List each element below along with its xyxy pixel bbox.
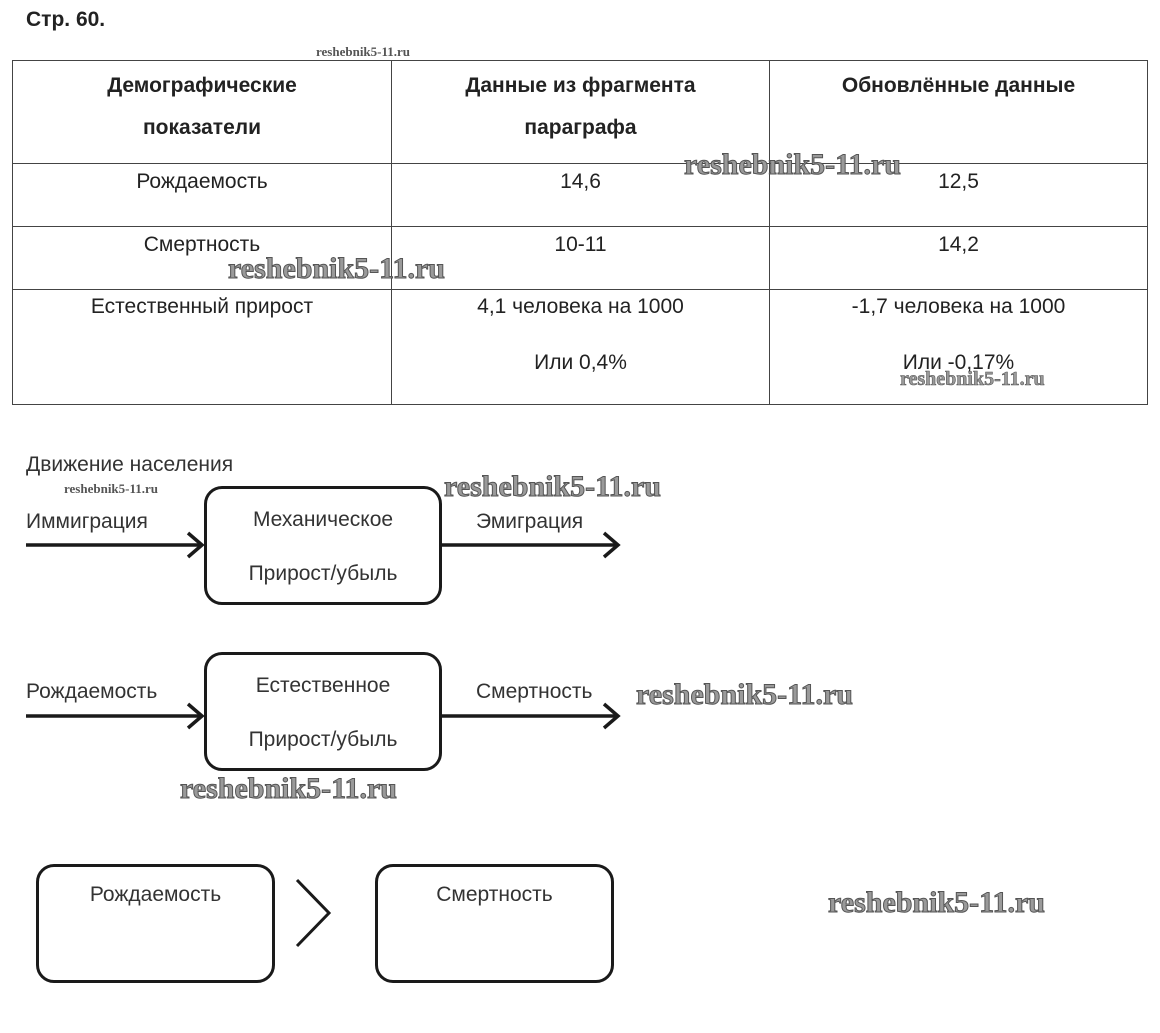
box-text: Смертность — [436, 883, 553, 906]
birth-rate-box: Рождаемость — [36, 864, 275, 983]
table-cell: Смертность — [12, 226, 392, 290]
diagram-heading: Движение населения — [26, 453, 234, 476]
box-text: Механическое — [252, 508, 394, 531]
table-row: Смертность 10-11 14,2 — [12, 226, 1148, 290]
watermark: reshebnik5-11.ru — [228, 252, 446, 285]
watermark: reshebnik5-11.ru — [828, 886, 1046, 919]
input-label: Рождаемость — [26, 680, 158, 703]
cell-text: Или -0,17% — [902, 351, 1015, 374]
watermark: reshebnik5-11.ru — [444, 470, 662, 503]
watermark: reshebnik5-11.ru — [180, 772, 398, 805]
table-cell: Естественный прирост — [12, 289, 392, 405]
death-rate-box: Смертность — [375, 864, 614, 983]
box-text: Прирост/убыль — [248, 728, 398, 751]
header-cell: Обновлённые данные — [769, 60, 1148, 164]
arrow-head — [186, 702, 205, 730]
table-cell: 10-11 — [391, 226, 770, 290]
greater-than-sign — [295, 878, 332, 948]
output-label: Смертность — [476, 680, 593, 703]
box-text: Естественное — [255, 674, 391, 697]
watermark: reshebnik5-11.ru — [636, 678, 854, 711]
natural-growth-box: Естественное Прирост/убыль — [204, 652, 442, 771]
box-text: Рождаемость — [89, 883, 222, 906]
header-cell: Демографические показатели — [12, 60, 392, 164]
watermark: reshebnik5-11.ru — [64, 481, 159, 496]
arrow-head — [186, 531, 205, 559]
watermark: reshebnik5-11.ru — [900, 368, 1045, 390]
table-cell: 12,5 — [769, 163, 1148, 227]
input-label: Иммиграция — [26, 510, 148, 533]
arrow-head — [602, 531, 621, 559]
table-header-row: Демографические показатели Данные из фра… — [12, 60, 1148, 164]
box-text: Прирост/убыль — [248, 562, 398, 585]
cell-text: -1,7 человека на 1000 — [851, 295, 1066, 318]
output-label: Эмиграция — [476, 510, 584, 533]
demographics-table: Демографические показатели Данные из фра… — [12, 60, 1148, 405]
arrow-head — [602, 702, 621, 730]
mechanical-growth-box: Механическое Прирост/убыль — [204, 486, 442, 605]
watermark: reshebnik5-11.ru — [684, 148, 902, 181]
table-row: Естественный прирост 4,1 человека на 100… — [12, 289, 1148, 405]
watermark: reshebnik5-11.ru — [316, 44, 411, 59]
page-title: Стр. 60. — [26, 8, 106, 31]
cell-text: Или 0,4% — [534, 351, 627, 374]
cell-text: 4,1 человека на 1000 — [477, 295, 684, 318]
table-cell: 14,6 — [391, 163, 770, 227]
table-cell: Рождаемость — [12, 163, 392, 227]
cell-text: Естественный прирост — [90, 295, 314, 318]
table-row: Рождаемость 14,6 12,5 — [12, 163, 1148, 227]
